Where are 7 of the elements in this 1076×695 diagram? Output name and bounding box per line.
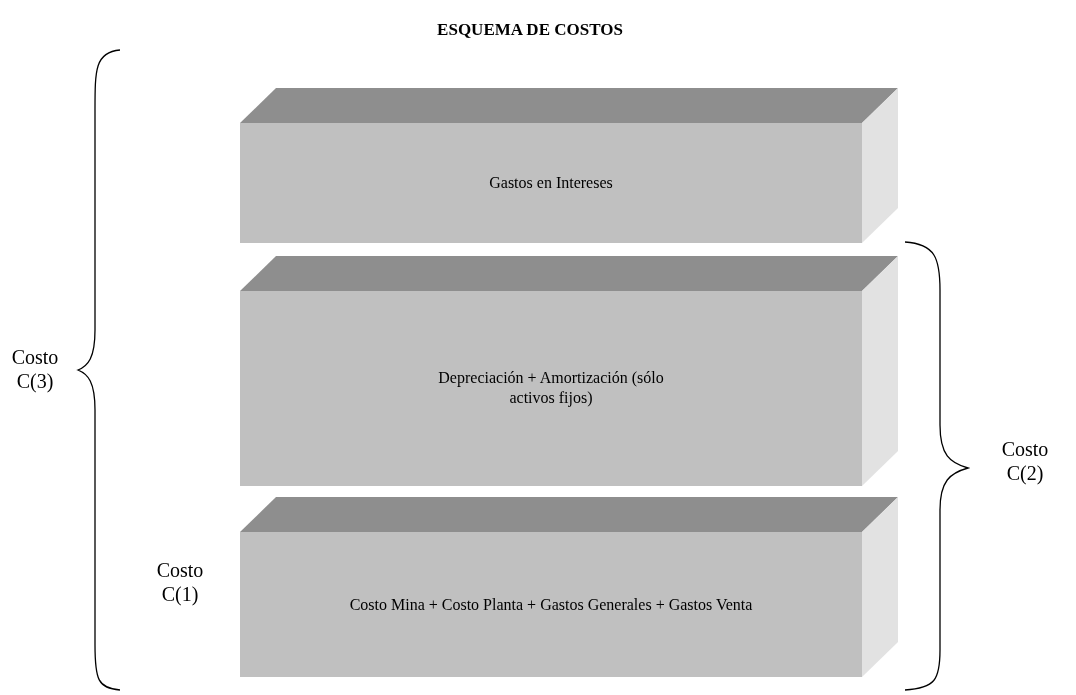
diagram-title: ESQUEMA DE COSTOS [436, 20, 624, 40]
cost-label: Costo C(3) [10, 345, 60, 393]
block-text: Costo Mina + Costo Planta + Gastos Generales + Gastos Venta [348, 594, 754, 615]
cost-label: Costo C(2) [1000, 437, 1050, 485]
block-text: Gastos en Intereses [488, 172, 614, 193]
block-text: Depreciación + Amortización (sólo activos fijos) [437, 367, 665, 409]
cost-label: Costo C(1) [155, 558, 205, 606]
